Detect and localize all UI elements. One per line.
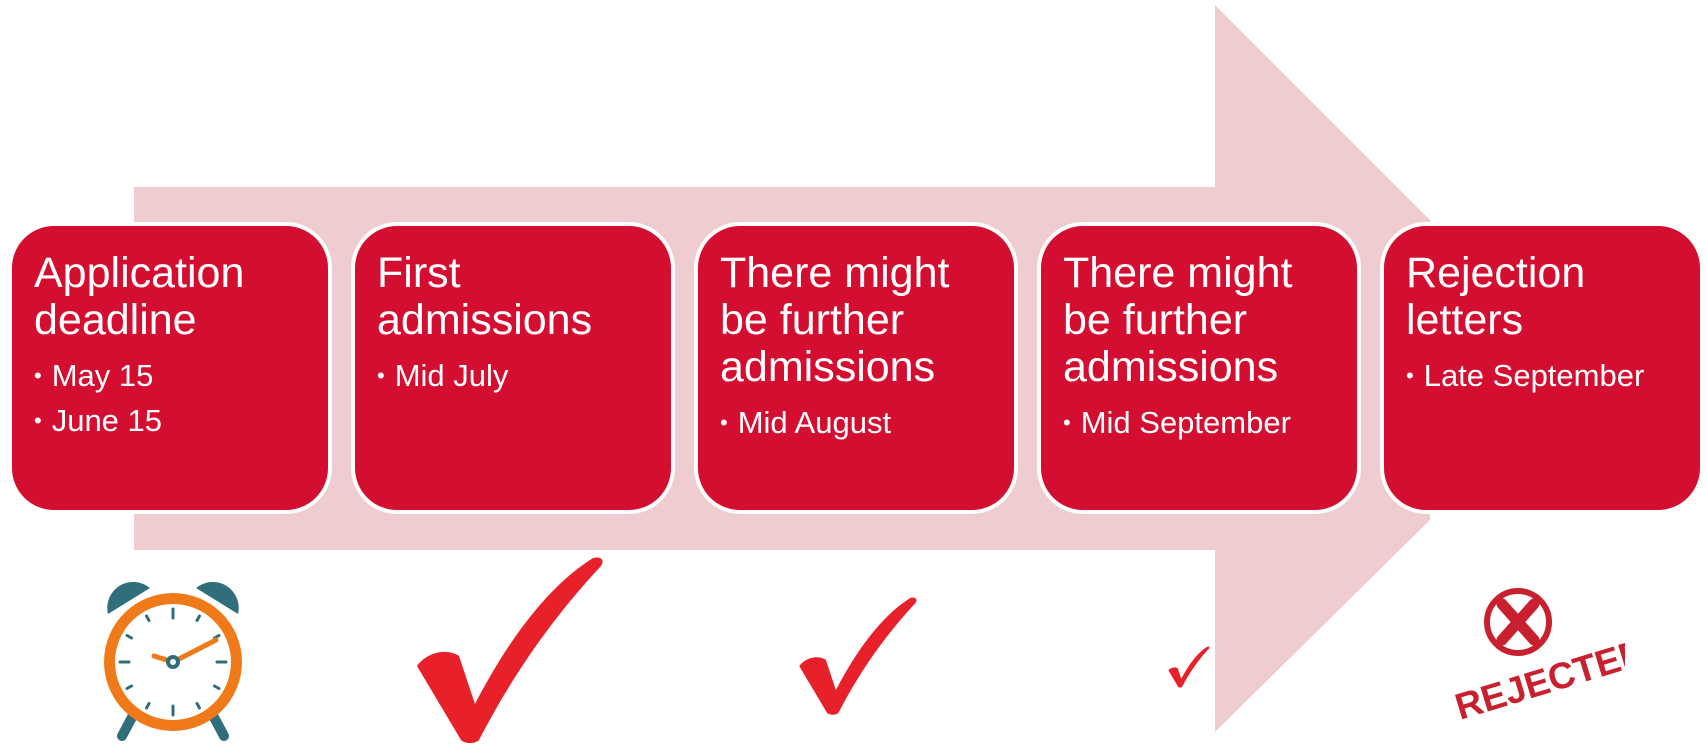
- step-application-deadline: Application deadline May 15 June 15: [8, 222, 332, 514]
- small-checkmark-icon: [1168, 646, 1210, 688]
- step-bullet-list: Mid August: [720, 402, 1004, 447]
- step-bullet-list: May 15 June 15: [34, 355, 318, 445]
- step-rejection-letters: Rejection letters Late September: [1380, 222, 1704, 514]
- step-title: Application deadline: [34, 249, 245, 344]
- step-bullet-list: Mid July: [377, 355, 661, 400]
- step-bullet-list: Mid September: [1063, 402, 1347, 447]
- step-first-admissions: First admissions Mid July: [351, 222, 675, 514]
- large-checkmark-icon: [417, 557, 603, 743]
- rejected-stamp-icon: REJECTED: [1450, 588, 1625, 728]
- medium-checkmark-icon: [799, 597, 917, 715]
- step-title: There might be further admissions: [1063, 249, 1293, 391]
- step-bullet: Mid September: [1063, 402, 1347, 447]
- step-bullet: Mid August: [720, 402, 1004, 447]
- step-title: Rejection letters: [1406, 249, 1586, 344]
- step-title: First admissions: [377, 249, 593, 344]
- step-bullet: Late September: [1406, 355, 1690, 400]
- alarm-clock-icon: [104, 581, 242, 741]
- step-further-admissions-august: There might be further admissions Mid Au…: [694, 222, 1018, 514]
- step-bullet: Mid July: [377, 355, 661, 400]
- step-bullet-list: Late September: [1406, 355, 1690, 400]
- step-bullet: June 15: [34, 400, 318, 445]
- step-bullet: May 15: [34, 355, 318, 400]
- step-title: There might be further admissions: [720, 249, 950, 391]
- step-further-admissions-september: There might be further admissions Mid Se…: [1037, 222, 1361, 514]
